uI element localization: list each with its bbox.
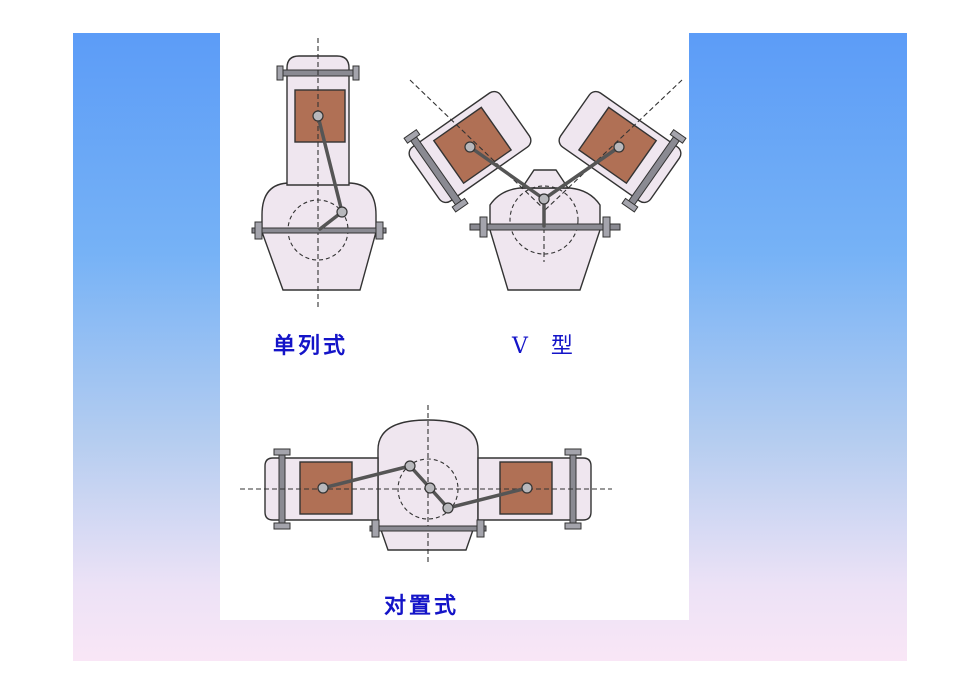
opposed-compressor (240, 405, 612, 565)
single-crankcase (261, 182, 377, 291)
opposed-bottom-bar (369, 525, 487, 532)
label-v-type: V 型 (512, 334, 581, 359)
v-crankcase (489, 187, 601, 291)
label-opposed: 对置式 (384, 593, 460, 619)
v-type-compressor (403, 79, 687, 291)
single-row-compressor (251, 38, 387, 308)
v-crank-circle (509, 185, 579, 255)
label-single-row: 单列式 (273, 333, 349, 359)
